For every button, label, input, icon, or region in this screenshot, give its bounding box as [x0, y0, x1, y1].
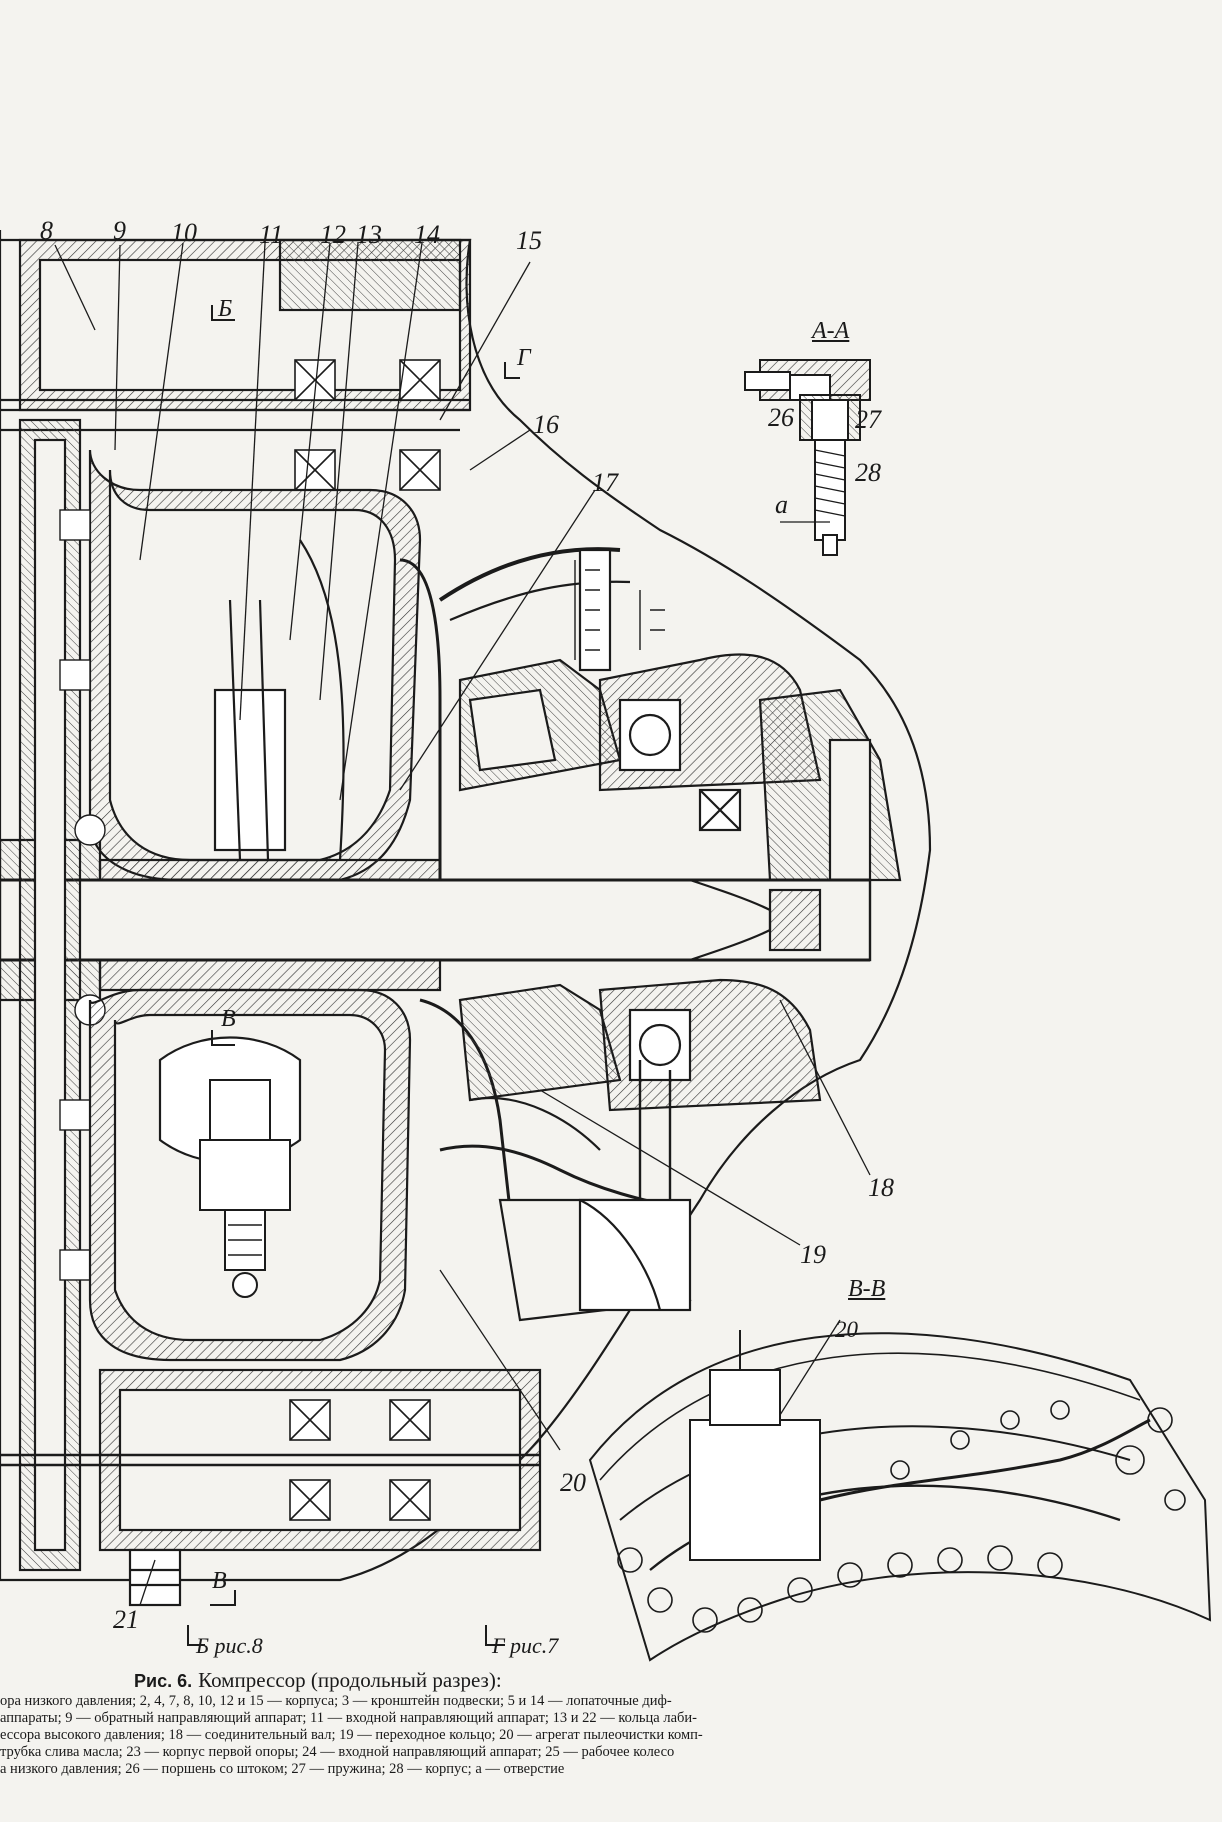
caption-legend-line: аппараты; 9 — обратный направляющий аппа…: [0, 1710, 698, 1726]
upper-hp-duct: [399, 558, 442, 880]
section-mark-g-ref: Г рис.7: [492, 1633, 559, 1658]
callout-13: 13: [356, 220, 382, 249]
dust-separator-unit: [199, 1079, 291, 1298]
lower-hp-rotor: [458, 983, 622, 1102]
oil-drain-fitting: [128, 1548, 182, 1607]
callout-26: 26: [768, 403, 794, 432]
callout-8: 8: [40, 216, 53, 245]
caption-heading: Рис. 6.Компрессор (продольный разрез):: [134, 1668, 1200, 1693]
callout-19: 19: [800, 1240, 826, 1269]
callout-17: 17: [592, 468, 618, 497]
caption-legend-line: ора низкого давления; 2, 4, 7, 8, 10, 12…: [0, 1693, 672, 1709]
caption-legend-line: а низкого давления; 26 — поршень со шток…: [0, 1761, 565, 1777]
section-mark-g-top: Г: [517, 345, 531, 371]
vv-detail-view: [588, 1319, 1212, 1662]
caption-title: Компрессор (продольный разрез):: [198, 1668, 502, 1692]
section-mark-v-mid: В: [221, 1006, 236, 1032]
callout-9: 9: [113, 216, 126, 245]
view-title-aa: А-А: [812, 318, 850, 344]
bolt-circle: [617, 1400, 1186, 1633]
section-boundary: [0, 230, 932, 1582]
callout-27: 27: [855, 405, 881, 434]
callout-12: 12: [320, 220, 346, 249]
upper-bearings: [294, 359, 441, 491]
leader-lines: [54, 242, 871, 1606]
callout-10: 10: [171, 218, 197, 247]
callout-18: 18: [868, 1173, 894, 1202]
section-mark-b-top: Б: [218, 296, 233, 322]
caption-legend-line: ессора высокого давления; 18 — соедините…: [0, 1727, 703, 1743]
callout-21: 21: [113, 1605, 139, 1634]
view-title-vv: В-В: [848, 1276, 886, 1302]
main-shaft: [0, 878, 872, 962]
caption-legend-line: трубка слива масла; 23 — корпус первой о…: [0, 1744, 675, 1760]
section-mark-v-bottom: В: [212, 1568, 227, 1594]
callout-20-main: 20: [560, 1468, 586, 1497]
aa-detail-view: [744, 359, 871, 556]
callout-16: 16: [533, 410, 559, 439]
section-mark-b-ref: Б рис.8: [196, 1633, 263, 1658]
callout-14: 14: [414, 220, 440, 249]
callout-11: 11: [259, 220, 284, 249]
callout-a: a: [775, 490, 788, 519]
callout-15: 15: [516, 226, 542, 255]
figure-caption: Рис. 6.Компрессор (продольный разрез): о…: [0, 1668, 1200, 1778]
callout-28: 28: [855, 458, 881, 487]
callout-20-detail: 20: [835, 1317, 858, 1342]
section-cut-marks: [187, 305, 520, 1646]
caption-number: Рис. 6.: [134, 1671, 193, 1691]
